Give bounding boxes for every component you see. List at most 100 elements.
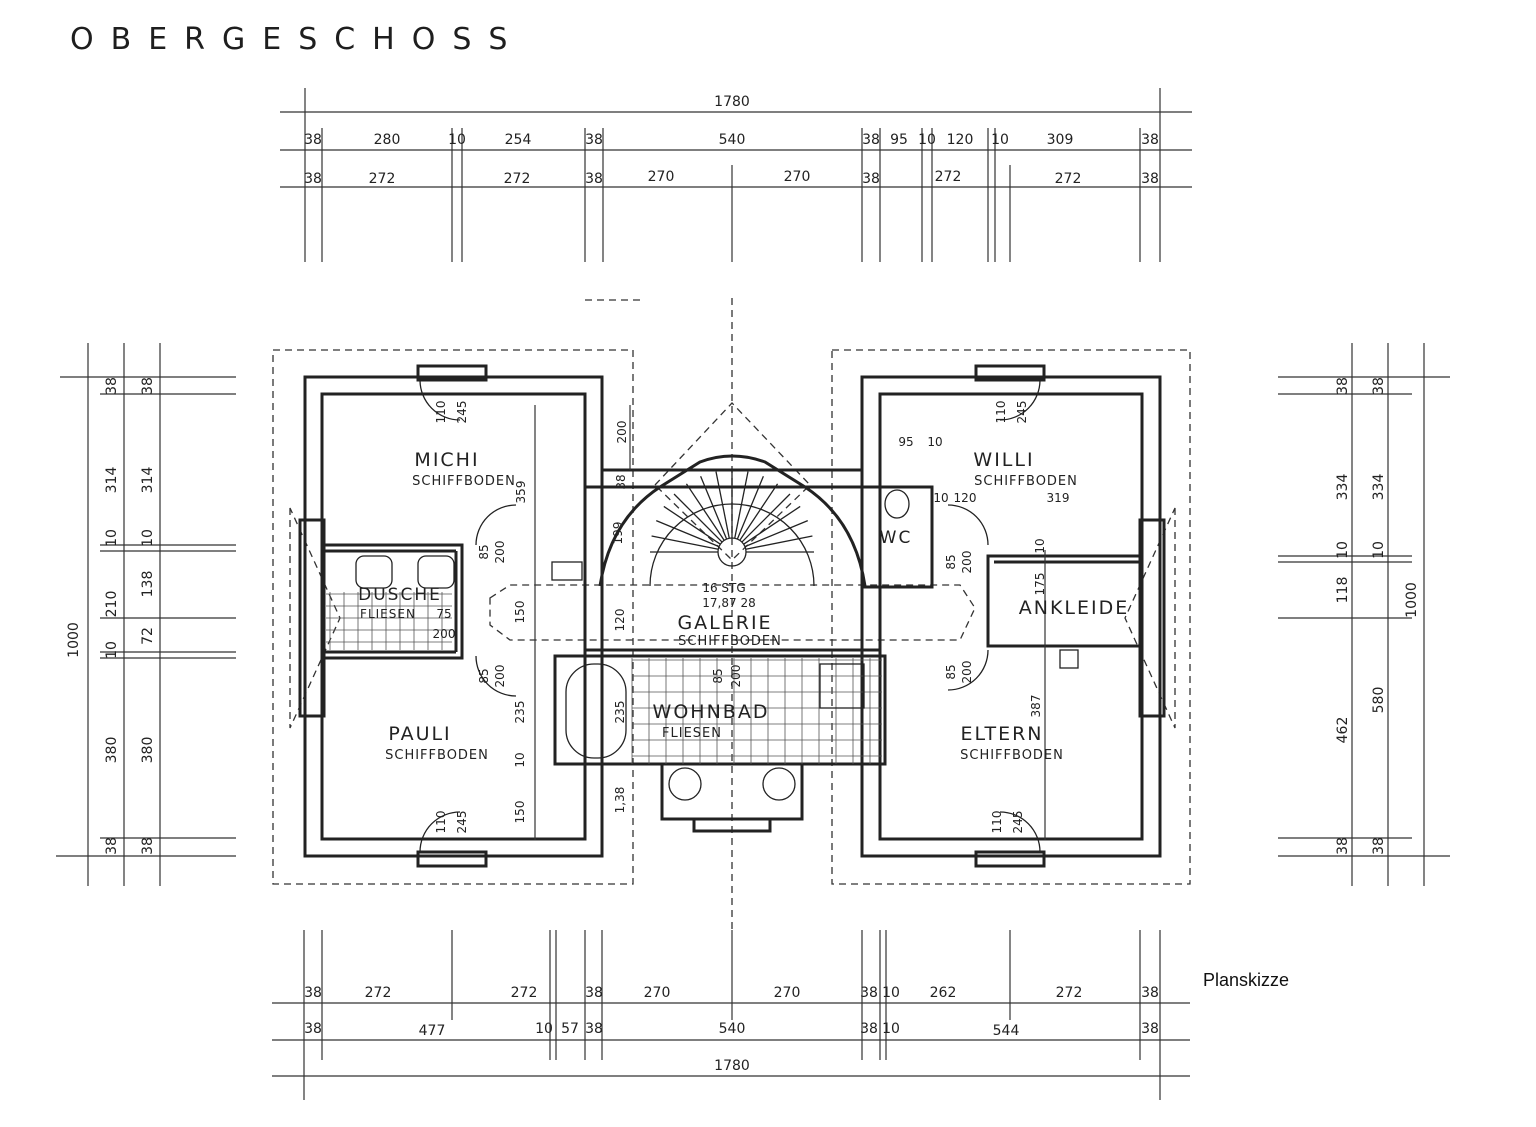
top-r2-1: 272 [369,171,396,187]
right-i-1: 334 [1371,474,1387,501]
right-i-0: 38 [1371,377,1387,395]
bot-r2-5: 540 [719,1021,746,1037]
dim-120-b: 120 [954,491,977,505]
top-r1-5: 540 [719,132,746,148]
right-i-3: 580 [1371,687,1387,714]
top-r1-8: 10 [918,132,936,148]
left-i-5: 380 [140,737,156,764]
left-i-0: 38 [140,377,156,395]
top-r2-5: 270 [784,169,811,185]
top-r1-3: 254 [505,132,532,148]
dim-319: 319 [1047,491,1070,505]
dim-85-b: 85 [477,668,491,683]
top-r1-1: 280 [374,132,401,148]
right-o-1: 334 [1335,474,1351,501]
right-dimension-chains: 38 334 10 118 462 38 38 334 10 580 38 10… [1278,343,1450,886]
plan-caption: Planskizze [1203,970,1290,990]
dim-199: 199 [611,522,625,545]
room-wohnbad-floor: FLIESEN [662,726,722,741]
bot-r1-1: 272 [365,985,392,1001]
bot-r1-6: 38 [860,985,878,1001]
top-r1-4: 38 [585,132,603,148]
plan-title: OBERGESCHOSS [70,22,525,57]
michi-door-b: 245 [455,401,469,424]
room-eltern: ELTERN [961,723,1044,745]
right-o-4: 462 [1335,717,1351,744]
dim-235-b: 235 [613,701,627,724]
room-ankleide: ANKLEIDE [1019,597,1130,619]
room-galerie: GALERIE [677,612,772,634]
left-i-4: 72 [140,627,156,645]
top-r2-9: 38 [1141,171,1159,187]
top-r1-2: 10 [448,132,466,148]
bot-r1-10: 38 [1141,985,1159,1001]
top-r2-2: 272 [504,171,531,187]
bottom-dimension-chains: 38 272 272 38 270 270 38 10 262 272 38 3… [272,930,1190,1100]
dim-38-top: 38 [614,474,628,489]
left-o-6: 38 [104,837,120,855]
top-r1-10: 10 [991,132,1009,148]
room-dusche-floor: FLIESEN [360,607,416,621]
stair-steps: 16 STG [702,581,745,595]
left-o-0: 38 [104,377,120,395]
dim-200-c: 200 [729,665,743,688]
dim-200-a: 200 [493,541,507,564]
interior-dims: 110 245 110 245 110 245 110 245 200 38 3… [433,401,1070,840]
tiles [326,592,882,764]
dim-200-b: 200 [493,665,507,688]
left-o-5: 380 [104,737,120,764]
dim-200-e: 200 [960,661,974,684]
top-r1-9: 120 [947,132,974,148]
left-i-1: 314 [140,467,156,494]
bot-r1-8: 262 [930,985,957,1001]
dim-85-c: 85 [711,668,725,683]
room-eltern-floor: SCHIFFBODEN [960,748,1064,763]
dim-10-b: 10 [1033,538,1047,553]
bot-r2-0: 38 [304,1021,322,1037]
bot-r2-1: 477 [419,1023,446,1039]
left-o-3: 210 [104,591,120,618]
room-michi-floor: SCHIFFBODEN [412,474,516,489]
top-r2-6: 38 [862,171,880,187]
bot-r2-2: 10 [535,1021,553,1037]
pauli-door-a: 110 [434,811,448,834]
bot-r1-4: 270 [644,985,671,1001]
bot-r1-5: 270 [774,985,801,1001]
roof-outlines [272,298,1191,930]
top-r1-11: 309 [1047,132,1074,148]
top-dimension-chains: 1780 38 280 10 254 38 540 38 95 10 120 1… [280,88,1192,262]
right-total: 1000 [1404,582,1420,618]
doors [419,379,1041,853]
walls [298,364,1166,868]
top-r2-4: 270 [648,169,675,185]
room-willi-floor: SCHIFFBODEN [974,474,1078,489]
room-wc: WC [880,528,913,548]
top-r2-3: 38 [585,171,603,187]
room-dusche: DUSCHE [358,585,442,605]
bot-r2-6: 38 [860,1021,878,1037]
eltern-door-b: 245 [1011,811,1025,834]
bot-r1-9: 272 [1056,985,1083,1001]
top-total: 1780 [714,94,750,110]
dim-10-d: 10 [933,491,948,505]
dim-85-e: 85 [944,664,958,679]
top-r2-7: 272 [935,169,962,185]
left-total: 1000 [66,622,82,658]
dim-85-a: 85 [477,544,491,559]
willi-door-a: 110 [994,401,1008,424]
bot-r1-0: 38 [304,985,322,1001]
dim-95: 95 [898,435,913,449]
top-r2-0: 38 [304,171,322,187]
top-r1-7: 95 [890,132,908,148]
top-r1-6: 38 [862,132,880,148]
dim-75: 75 [436,607,451,621]
right-o-3: 118 [1335,577,1351,604]
room-willi: WILLI [973,449,1034,471]
dim-10-a: 10 [513,752,527,767]
spiral-stair [598,454,867,587]
room-galerie-floor: SCHIFFBODEN [678,634,782,649]
dim-120: 120 [613,609,627,632]
willi-door-b: 245 [1015,401,1029,424]
right-o-5: 38 [1335,837,1351,855]
